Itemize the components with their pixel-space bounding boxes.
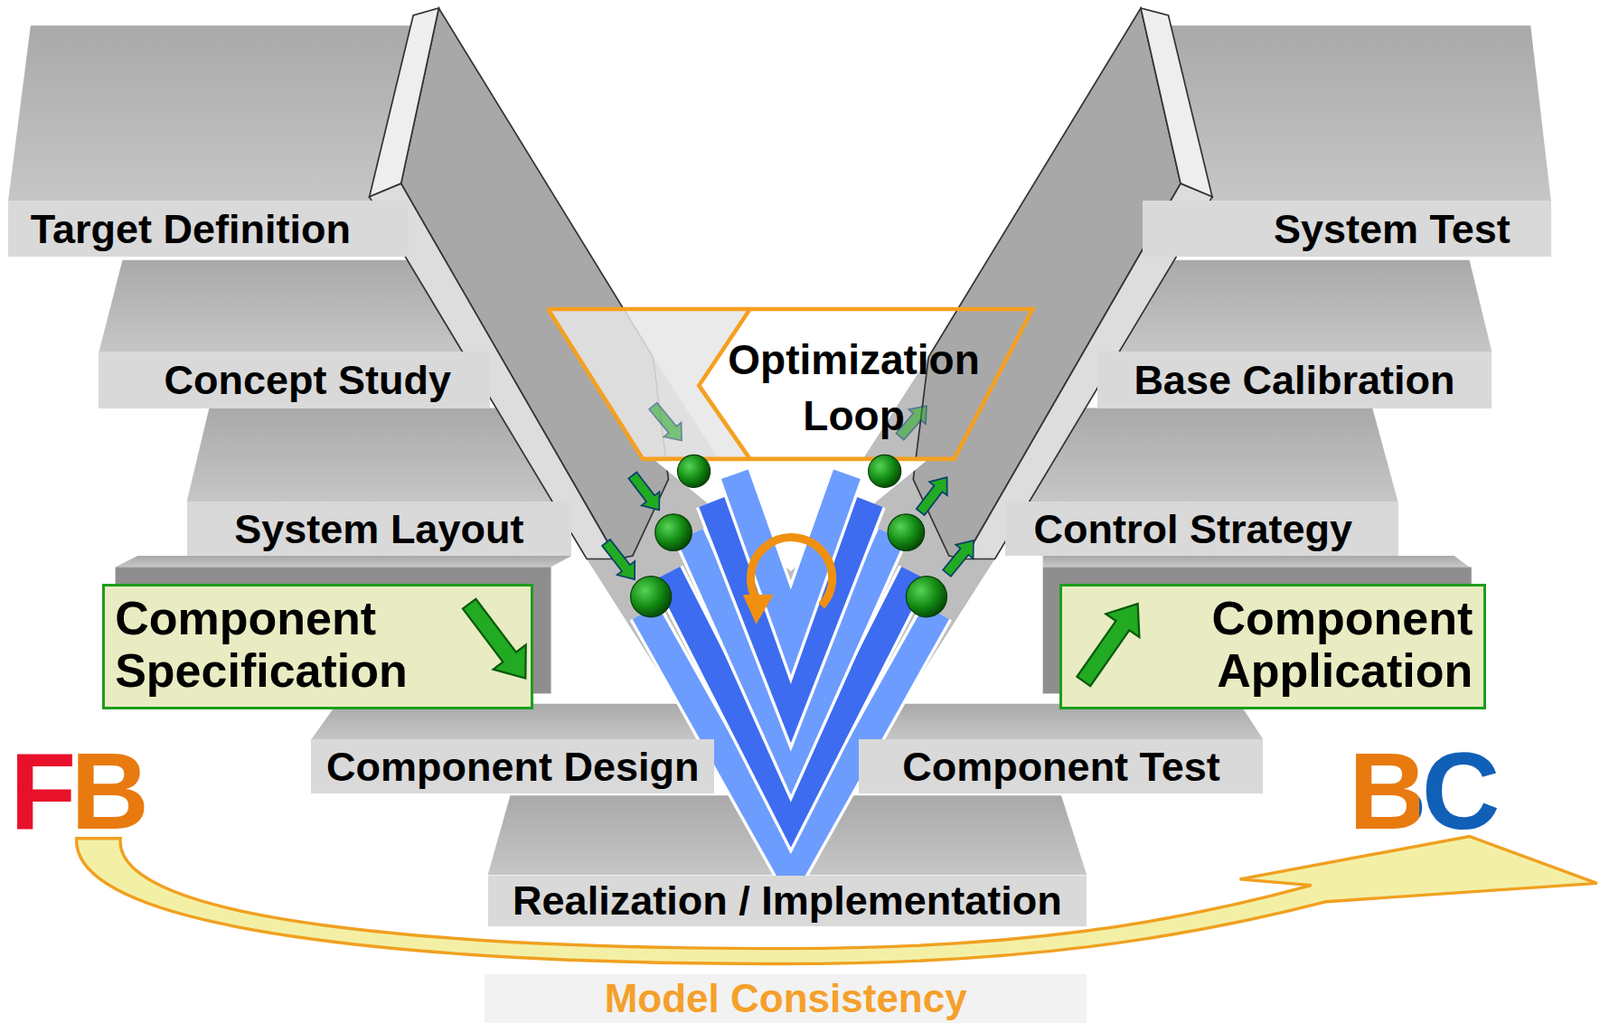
step-label: Concept Study [163,357,452,404]
step-label: Control Strategy [1034,507,1354,553]
loop-box: Optimization Loop [704,324,1004,452]
process-step: System Layout [187,501,573,556]
illustration-shape [887,514,925,552]
illustration-shape [858,704,1263,741]
step-label: Component Specification [114,592,450,697]
illustration-shape [369,8,440,198]
illustration-shape [734,474,848,633]
illustration-shape [916,477,948,516]
step-label: Optimization Loop [707,331,999,444]
logo-text: BC [1346,736,1502,846]
step-label: System Test [1273,207,1511,253]
illustration-shape [655,514,693,552]
consistency-label: Model Consistency [484,974,1087,1023]
process-step: Concept Study [98,351,490,408]
process-step: System Test [1142,200,1552,257]
illustration-shape [630,576,672,618]
illustration-shape [8,25,429,201]
illustration-shape [868,454,902,488]
illustration-shape [630,454,948,617]
illustration-shape [743,594,774,625]
illustration-shape [1043,555,1470,567]
illustration-shape [602,539,635,580]
highlight-box: Component Application [1059,583,1487,710]
illustration-shape [115,555,573,567]
process-step: Base Calibration [1097,351,1493,408]
illustration-shape [76,836,1598,964]
step-label: Base Calibration [1133,357,1455,404]
process-step: Component Design [310,739,715,794]
logo-text: FB [8,736,151,846]
step-label: Target Definition [30,207,351,253]
illustration-shape [677,454,711,488]
step-label: Component Design [326,744,700,791]
illustration-shape [628,472,659,511]
illustration-shape [547,309,1033,460]
illustration-shape [310,704,715,741]
process-step: Realization / Implementation [488,875,1088,927]
process-step: Control Strategy [1005,501,1399,556]
step-label: System Layout [234,507,524,553]
illustration-shape [602,403,974,580]
illustration-shape [1140,8,1213,198]
illustration-shape [547,309,751,460]
illustration-shape [734,474,848,633]
step-label: Component Test [902,744,1221,791]
step-label: Realization / Implementation [512,878,1063,924]
highlight-box: Component Specification [102,583,534,710]
illustration-shape [8,25,1552,876]
illustration-shape [905,576,947,618]
process-step: Component Test [858,739,1263,794]
illustration-shape [649,403,682,442]
step-label: Component Application [1143,592,1473,697]
process-step: Target Definition [8,200,409,257]
illustration-shape [942,540,974,577]
illustration-shape [644,474,937,873]
